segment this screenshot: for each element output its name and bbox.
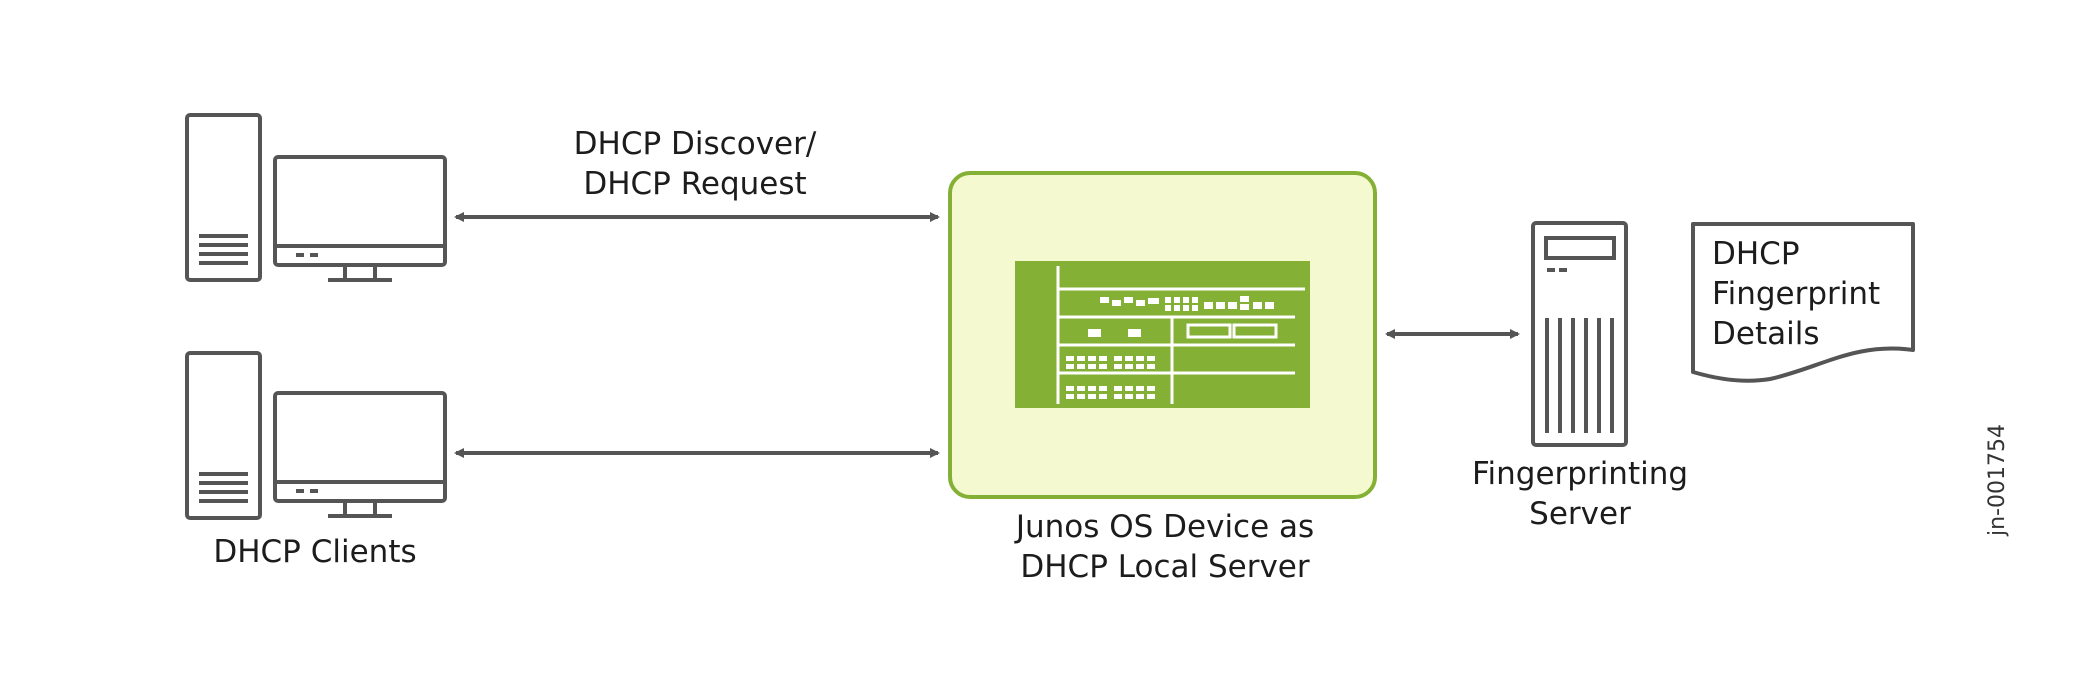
- network-switch-icon: [1015, 261, 1310, 408]
- clients-label: DHCP Clients: [195, 532, 435, 572]
- request-arrow-label: DHCP Discover/ DHCP Request: [560, 124, 830, 204]
- local-server-label-line: Junos OS Device as: [1015, 509, 1315, 545]
- desktop-computer-icon: [185, 351, 447, 520]
- request-label-line: DHCP Request: [583, 166, 807, 202]
- clients-label-line: DHCP Clients: [213, 534, 417, 570]
- figure-id: jn-001754: [1985, 424, 2010, 536]
- local-server-label-line: DHCP Local Server: [1020, 549, 1310, 585]
- local-server-label: Junos OS Device as DHCP Local Server: [1010, 507, 1320, 587]
- fingerprint-doc-label: DHCP Fingerprint Details: [1712, 234, 1902, 354]
- fingerprint-doc-label-line: DHCP: [1712, 236, 1800, 272]
- fingerprinting-server-label-line: Server: [1529, 496, 1631, 532]
- fingerprinting-server-label-line: Fingerprinting: [1471, 456, 1689, 492]
- fingerprint-doc-label-line: Details: [1712, 316, 1820, 352]
- fingerprinting-server-label: Fingerprinting Server: [1465, 454, 1695, 534]
- desktop-computer-icon: [185, 113, 447, 282]
- document-icon: [1691, 222, 1915, 383]
- tower-server-icon: [1531, 221, 1628, 447]
- fingerprint-doc-label-line: Fingerprint: [1712, 276, 1881, 312]
- request-label-line: DHCP Discover/: [573, 126, 817, 162]
